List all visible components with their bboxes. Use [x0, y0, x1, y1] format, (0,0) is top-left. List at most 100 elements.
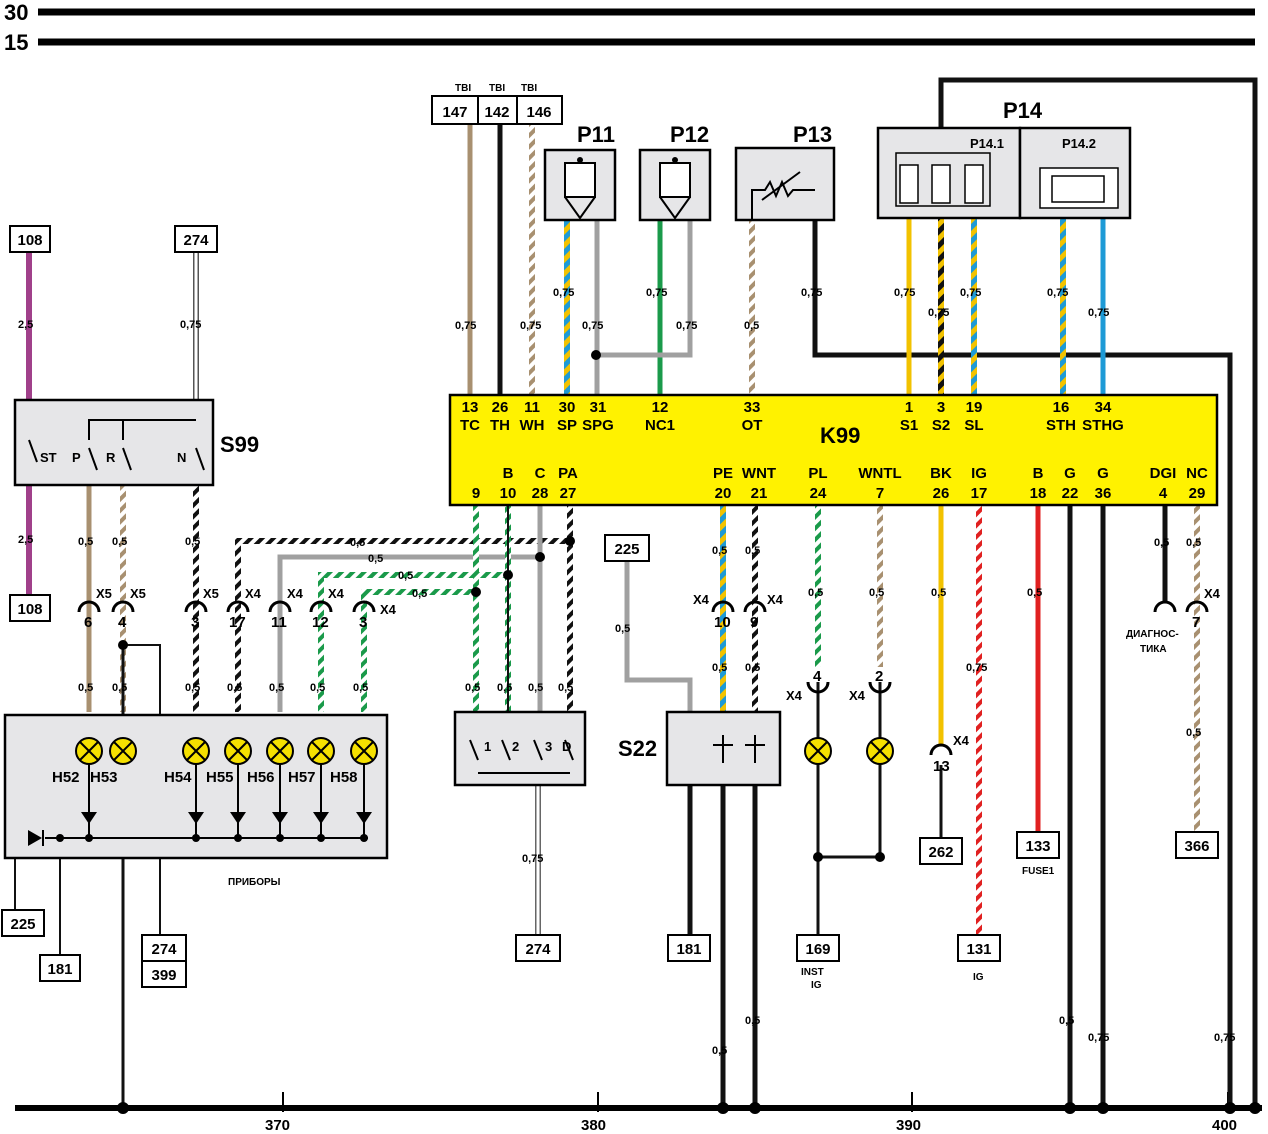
conn-pin: 13: [933, 758, 950, 775]
ref-note: IG: [973, 972, 984, 983]
tbi-label: TBI: [455, 83, 471, 94]
scale-tick-400: 400: [1212, 1117, 1237, 1134]
svg-text:0,5: 0,5: [712, 662, 727, 674]
k99-pin-signal: NC: [1186, 465, 1208, 482]
conn-pin: 2: [875, 668, 883, 685]
p13-sensor: P13: [734, 122, 836, 222]
wires: [14, 77, 1258, 1108]
lamp-label-h57: H57: [288, 769, 316, 786]
svg-text:0,5: 0,5: [1186, 727, 1201, 739]
conn-label: X4: [245, 586, 262, 601]
s22-title: S22: [618, 736, 657, 761]
k99-pin: 7: [876, 485, 884, 502]
svg-text:0,5: 0,5: [558, 682, 573, 694]
ref-262: 262: [919, 837, 963, 865]
conn-label: X4: [953, 733, 970, 748]
lamp-icon: [224, 737, 252, 765]
k99-pin-signal: OT: [742, 417, 763, 434]
cluster-diodes: [56, 764, 372, 842]
k99-pin: 18: [1030, 485, 1047, 502]
svg-text:0,5: 0,5: [398, 570, 413, 582]
ref-225-left: 225: [1, 909, 45, 937]
k99-pin-signal: NC1: [645, 417, 675, 434]
svg-text:0,5: 0,5: [497, 682, 512, 694]
p12-sensor: P12: [638, 122, 712, 222]
svg-text:0,5: 0,5: [185, 536, 200, 548]
svg-text:0,5: 0,5: [615, 623, 630, 635]
s99-contact-label: P: [72, 450, 81, 465]
p13-title: P13: [793, 122, 832, 147]
p14-title: P14: [1003, 98, 1043, 123]
ref-146: 146: [526, 104, 551, 121]
svg-text:131: 131: [966, 941, 991, 958]
svg-text:0,5: 0,5: [1154, 537, 1169, 549]
svg-text:0,75: 0,75: [553, 287, 574, 299]
diag-label: ТИКА: [1140, 644, 1167, 655]
ref-274-selector: 274: [515, 934, 561, 962]
rail-15: 15: [4, 30, 1255, 55]
lamp-label-h54: H54: [164, 769, 192, 786]
conn-label: X5: [130, 586, 146, 601]
k99-pin: 1: [905, 399, 913, 416]
svg-text:0,75: 0,75: [1047, 287, 1068, 299]
tbi-label: TBI: [489, 83, 505, 94]
diag-label: ДИАГНОС-: [1126, 629, 1179, 640]
conn-label: X4: [287, 586, 304, 601]
selector-contact-label: 3: [545, 739, 552, 754]
svg-text:0,5: 0,5: [712, 1045, 727, 1057]
conn-label: X4: [328, 586, 345, 601]
conn-pin: 6: [84, 614, 92, 631]
conn-label: X4: [693, 592, 710, 607]
svg-text:0,5: 0,5: [465, 682, 480, 694]
svg-text:0,5: 0,5: [931, 587, 946, 599]
lamp-icon: [866, 737, 894, 765]
k99-pin: 3: [937, 399, 945, 416]
ref-131: 131: [957, 934, 1001, 962]
ref-142: 142: [484, 104, 509, 121]
svg-text:0,5: 0,5: [78, 682, 93, 694]
svg-text:2,5: 2,5: [18, 319, 33, 331]
svg-text:0,75: 0,75: [455, 320, 476, 332]
svg-text:0,75: 0,75: [676, 320, 697, 332]
svg-text:0,5: 0,5: [227, 682, 242, 694]
k99-pin: 30: [559, 399, 576, 416]
k99-pin-signal: SL: [964, 417, 983, 434]
k99-pin-signal: TH: [490, 417, 510, 434]
conn-pin: 4: [118, 614, 127, 631]
ref-366: 366: [1175, 831, 1219, 859]
svg-text:0,75: 0,75: [894, 287, 915, 299]
p11-title: P11: [577, 122, 615, 147]
k99-pin: 20: [715, 485, 732, 502]
ref-181-left: 181: [39, 954, 81, 982]
rail-30: 30: [4, 0, 1255, 25]
svg-text:0,75: 0,75: [928, 307, 949, 319]
svg-text:0,5: 0,5: [185, 682, 200, 694]
instruments-label: ПРИБОРЫ: [228, 877, 281, 888]
svg-text:225: 225: [10, 916, 35, 933]
k99-pin: 36: [1095, 485, 1112, 502]
p14-sensor: P14 P14.1 P14.2: [876, 98, 1132, 220]
svg-text:0,5: 0,5: [1027, 587, 1042, 599]
conn-pin: 11: [271, 614, 287, 631]
conn-label: X4: [767, 592, 784, 607]
k99-pin-signal: S2: [932, 417, 950, 434]
p12-title: P12: [670, 122, 709, 147]
k99-pin-signal: WNTL: [858, 465, 901, 482]
svg-text:0,75: 0,75: [801, 287, 822, 299]
k99-pin: 29: [1189, 485, 1206, 502]
k99-pin: 11: [524, 399, 540, 416]
lamp-label-h53: H53: [90, 769, 118, 786]
svg-text:169: 169: [805, 941, 830, 958]
svg-text:0,5: 0,5: [869, 587, 884, 599]
conn-label: X4: [786, 688, 803, 703]
s99-contact-label: R: [106, 450, 116, 465]
scale-tick-380: 380: [581, 1117, 606, 1134]
selector-contact-label: 1: [484, 739, 491, 754]
ref-108-bottom: 108: [9, 594, 51, 622]
k99-pin: 22: [1062, 485, 1079, 502]
k99-pin-signal: STHG: [1082, 417, 1124, 434]
lamp-icon: [75, 737, 103, 765]
k99-pin-signal: PA: [558, 465, 578, 482]
ref-147: 147: [442, 104, 467, 121]
k99-pin: 31: [590, 399, 607, 416]
